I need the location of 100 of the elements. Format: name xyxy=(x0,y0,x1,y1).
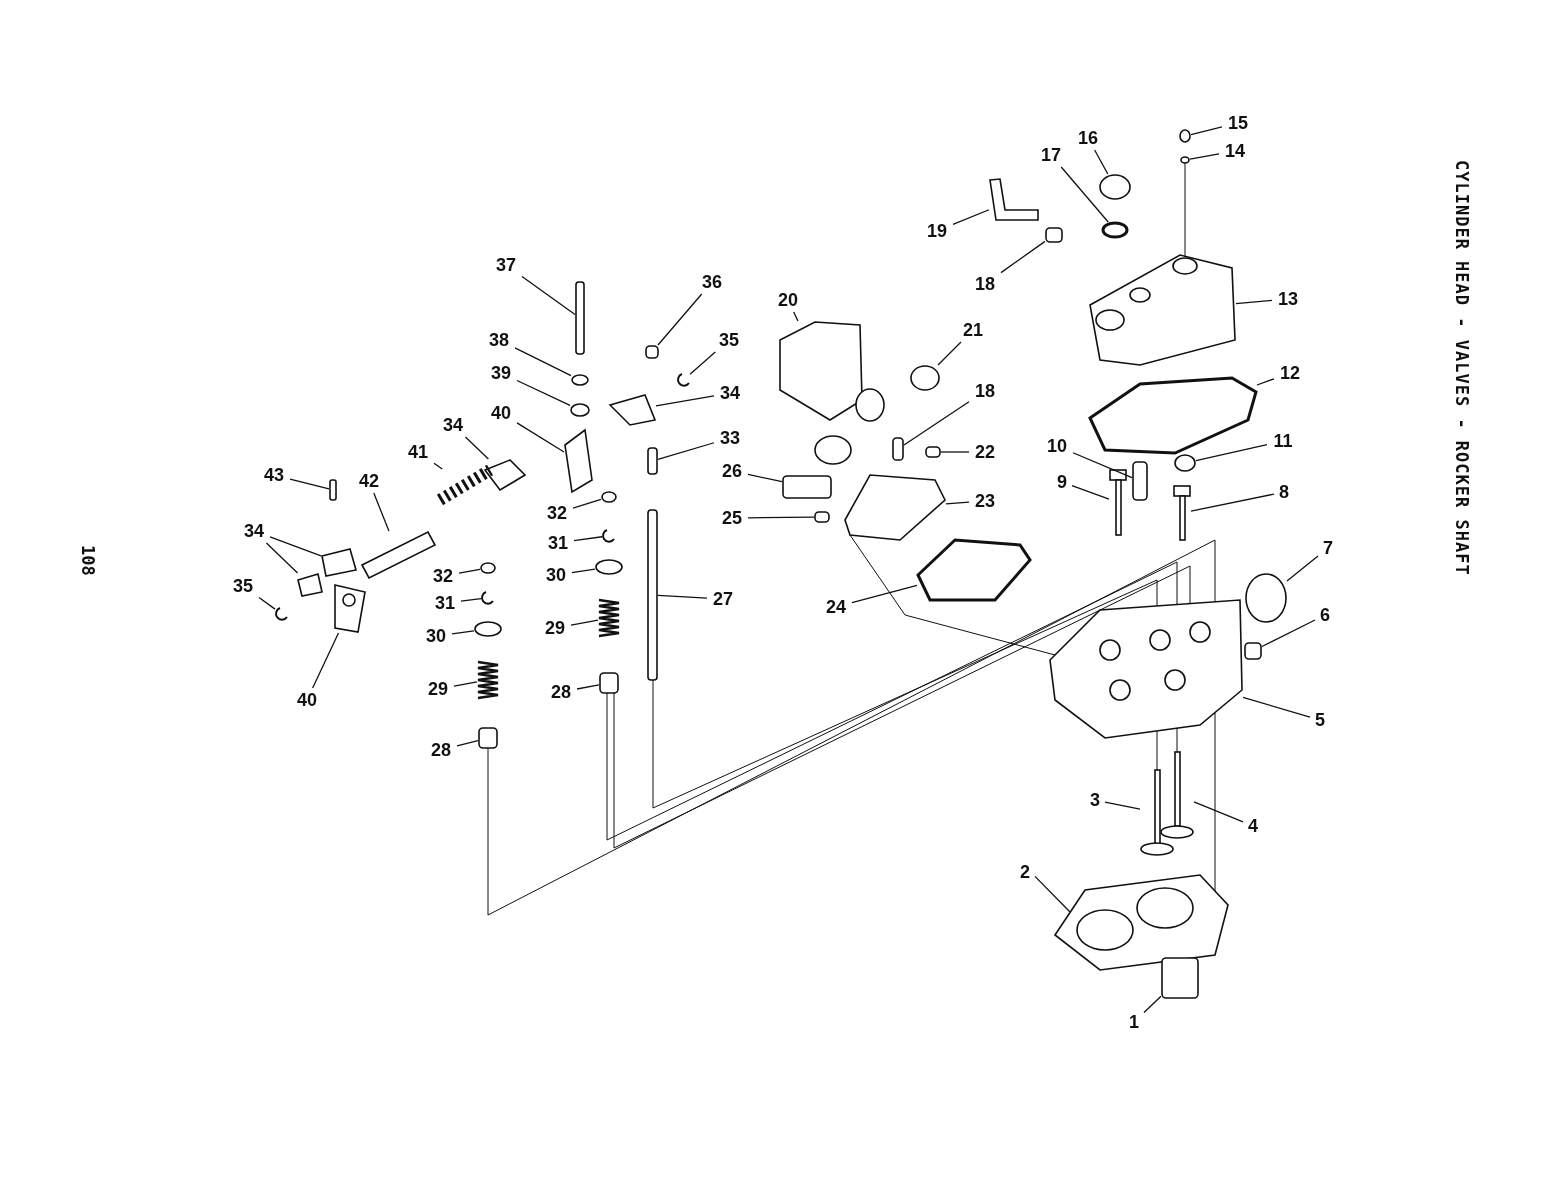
callout-number: 35 xyxy=(232,576,254,596)
leader-line xyxy=(1000,240,1046,274)
rocker-arm-drawing xyxy=(608,394,657,426)
leader-line xyxy=(747,473,783,483)
callout-number: 3 xyxy=(1089,790,1101,810)
leader-line xyxy=(451,630,475,635)
keeper-drawing xyxy=(602,529,615,543)
callout-number: 43 xyxy=(263,465,285,485)
sleeve-drawing xyxy=(1161,957,1199,999)
washer-drawing xyxy=(1180,156,1190,164)
callout-number: 27 xyxy=(712,589,734,609)
callout-number: 20 xyxy=(777,290,799,310)
leader-line xyxy=(940,451,970,453)
callout-number: 22 xyxy=(974,442,996,462)
callout-number: 8 xyxy=(1278,482,1290,502)
adjusting-screw-drawing xyxy=(647,447,658,475)
leader-line xyxy=(573,536,603,542)
leader-line xyxy=(571,568,596,574)
callout-number: 6 xyxy=(1319,605,1331,625)
leader-line xyxy=(747,516,815,519)
leader-line xyxy=(1256,378,1275,386)
callout-number: 9 xyxy=(1056,472,1068,492)
callout-number: 29 xyxy=(544,618,566,638)
leader-line xyxy=(851,584,918,604)
callout-number: 16 xyxy=(1077,128,1099,148)
spring-drawing xyxy=(436,464,494,506)
leader-line xyxy=(269,536,322,557)
leader-line xyxy=(1143,995,1162,1014)
callout-number: 28 xyxy=(430,740,452,760)
leader-line xyxy=(1034,875,1071,913)
cap-drawing xyxy=(1179,129,1191,143)
clip-drawing xyxy=(677,373,690,387)
leader-line xyxy=(689,351,716,375)
leader-line xyxy=(516,379,571,406)
screen-drawing xyxy=(910,365,940,391)
cap-drawing xyxy=(480,562,496,574)
leader-line xyxy=(945,501,970,505)
callout-number: 29 xyxy=(427,679,449,699)
fitting-drawing xyxy=(1045,227,1063,243)
leader-line xyxy=(1093,149,1109,175)
callout-number: 41 xyxy=(407,442,429,462)
leader-line xyxy=(1190,126,1223,136)
callout-number: 34 xyxy=(243,521,265,541)
gasket-drawing xyxy=(1088,376,1258,455)
pin-drawing xyxy=(329,479,337,501)
callout-number: 31 xyxy=(434,593,456,613)
leader-line xyxy=(937,341,962,366)
bolt-drawing xyxy=(782,475,832,499)
leader-line xyxy=(793,311,799,322)
plug-drawing xyxy=(1244,642,1262,660)
callout-number: 11 xyxy=(1272,431,1294,451)
leader-line xyxy=(1072,452,1133,479)
nut-drawing xyxy=(645,345,659,359)
leader-line xyxy=(657,293,703,346)
callout-number: 40 xyxy=(490,403,512,423)
callout-number: 34 xyxy=(719,383,741,403)
spring-drawing xyxy=(476,660,500,700)
valve-cover-drawing xyxy=(1089,254,1236,366)
keeper-drawing xyxy=(481,591,494,605)
spring-retainer-drawing xyxy=(595,559,623,575)
washer-drawing xyxy=(571,374,589,386)
alignment-line xyxy=(652,579,1158,809)
alignment-line xyxy=(1176,727,1178,753)
stud-drawing xyxy=(575,281,585,355)
callout-number: 32 xyxy=(432,566,454,586)
leader-line xyxy=(514,347,572,377)
callout-number: 12 xyxy=(1279,363,1301,383)
callout-number: 28 xyxy=(550,682,572,702)
callout-number: 26 xyxy=(721,461,743,481)
page-number: 108 xyxy=(78,545,98,576)
bolt-drawing xyxy=(1109,469,1127,536)
callout-number: 34 xyxy=(442,415,464,435)
leader-line xyxy=(1235,299,1273,305)
leader-line xyxy=(453,681,478,687)
leader-line xyxy=(458,568,481,574)
callout-number: 17 xyxy=(1040,145,1062,165)
callout-number: 37 xyxy=(495,255,517,275)
bolt-drawing xyxy=(1173,485,1191,541)
callout-number: 30 xyxy=(545,565,567,585)
callout-number: 25 xyxy=(721,508,743,528)
callout-number: 38 xyxy=(488,330,510,350)
housing-drawing xyxy=(844,474,946,541)
leader-line xyxy=(572,498,602,509)
leader-line xyxy=(1195,443,1268,462)
callout-number: 4 xyxy=(1247,816,1259,836)
leader-line xyxy=(289,478,330,490)
callout-number: 13 xyxy=(1277,289,1299,309)
leader-line xyxy=(576,684,600,690)
push-rod-drawing xyxy=(647,509,658,681)
leader-line xyxy=(1060,166,1109,223)
leader-line xyxy=(952,209,990,226)
leader-line xyxy=(655,395,715,407)
leader-line xyxy=(657,594,708,599)
callout-number: 14 xyxy=(1224,141,1246,161)
callout-number: 42 xyxy=(358,471,380,491)
rocker-support-drawing xyxy=(334,584,366,633)
leader-line xyxy=(1242,696,1311,718)
leader-line xyxy=(903,401,970,446)
callout-number: 35 xyxy=(718,330,740,350)
leader-line xyxy=(1071,485,1110,500)
